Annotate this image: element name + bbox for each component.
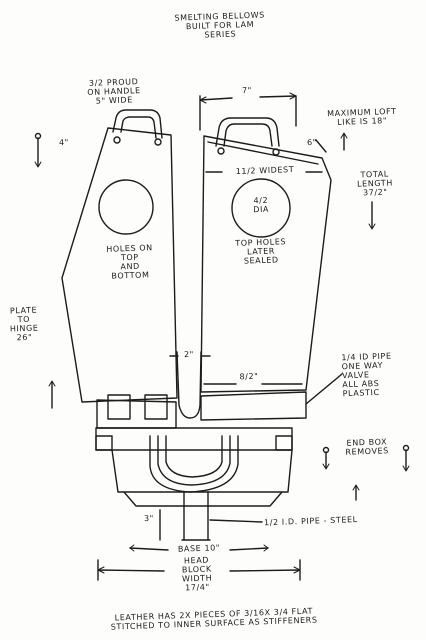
top-width-label: 7" [241,85,253,96]
outlet-pipe [183,491,209,541]
left-board-base [96,399,177,429]
left-rivet-1 [113,136,121,144]
total-length-note: TOTAL LENGTH 37/2" [356,169,394,198]
valve-note: 1/4 ID PIPE ONE WAY VALVE ALL ABS PLASTI… [341,351,392,399]
pipe-span-label: 8/2" [239,371,259,382]
center-tube [176,351,202,419]
right-hole [231,178,291,238]
valve-leader [305,373,343,405]
head-block-right-stub [275,435,293,451]
pipe-length-label: 3" [143,513,155,524]
max-loft-note: MAXIMUM LOFT LIKE IS 18" [326,106,397,127]
plate-to-hinge-note: PLATE TO HINGE 26" [9,305,39,343]
end-box-note: END BOX REMOVES [345,437,390,457]
head-block-base [123,491,283,507]
handle-height-label: 4" [58,137,70,148]
head-block-left-stub [95,435,113,451]
dim-corner [315,139,327,153]
holes-left-note: HOLES ON TOP AND BOTTOM [106,243,153,281]
left-valve-box-2 [144,394,168,420]
head-block-top [95,427,293,451]
holes-right-note: TOP HOLES LATER SEALED [235,237,287,266]
handle-note: 3/2 PROUD ON HANDLE 5" WIDE [87,77,141,106]
right-handle [215,117,280,147]
left-rivet-2 [154,138,162,146]
pipe-leader [209,519,263,523]
hole-diameter-label: 4/2 DIA [253,195,270,215]
u-channel-inner [165,435,223,478]
right-board [200,135,332,393]
head-block-note: HEAD BLOCK WIDTH 17/4" [181,555,213,593]
right-board-base [200,391,307,421]
head-block-body [111,449,293,493]
corner-label: 6" [306,137,318,148]
left-hole [98,179,154,235]
left-handle [112,109,163,139]
gap-label: 2" [183,349,195,360]
left-valve-box-1 [107,394,131,420]
dim-top-width [199,95,297,131]
dim-base [129,547,269,551]
right-board-top-edge [207,141,319,165]
left-handle-inner [120,116,157,139]
u-channel-mid [157,435,231,486]
right-rivet-1 [217,147,225,155]
u-channel-outer [149,435,239,493]
right-handle-inner [223,123,273,147]
drawing-title: SMELTING BELLOWS BUILT FOR LAM SERIES [174,10,266,40]
